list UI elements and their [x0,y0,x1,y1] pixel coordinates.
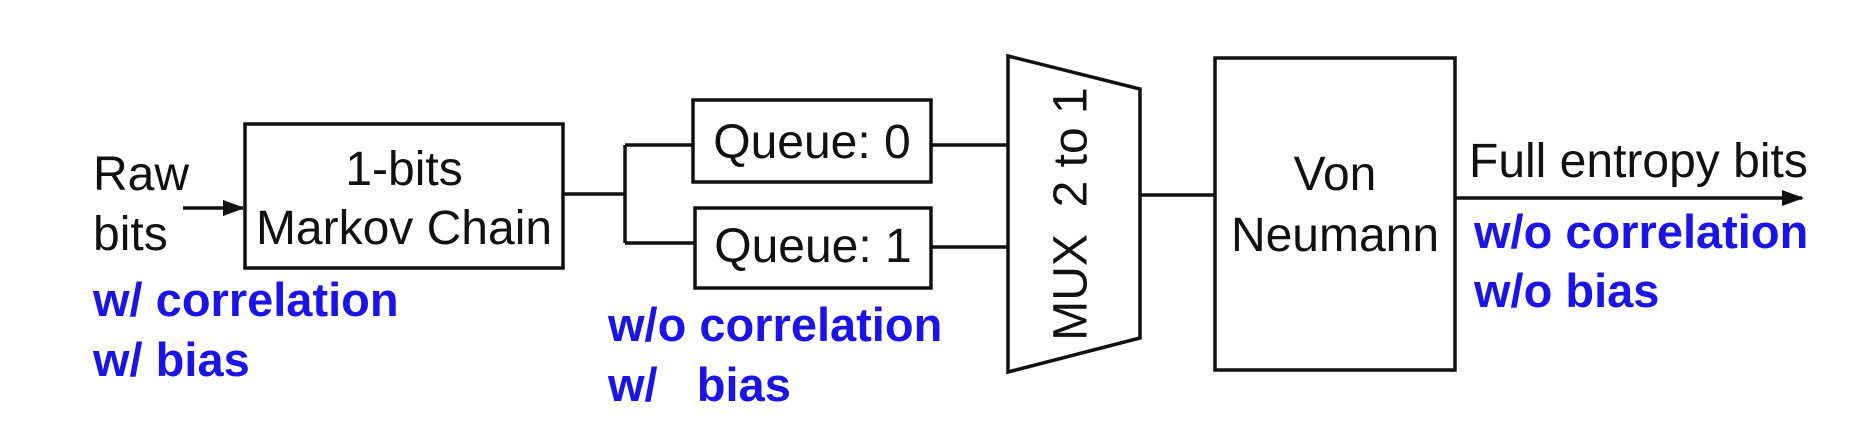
input-label-bits: bits [93,208,168,261]
markov-chain-block [243,122,565,270]
output-property-correlation: w/o correlation [1473,205,1808,258]
queue0-block [691,98,933,184]
queue1-label: Queue: 1 [714,220,911,273]
mux-label: MUX 2 to 1 [1045,87,1098,340]
von-neumann-label-2: Neumann [1231,209,1439,262]
markov-label-1: 1-bits [345,143,462,196]
input-label-raw: Raw [93,148,189,201]
queue-property-bias: w/ bias [607,358,791,411]
von-neumann-label-1: Von [1294,148,1377,201]
markov-label-2: Markov Chain [256,202,552,255]
mux-block [1006,53,1142,375]
input-property-correlation: w/ correlation [92,273,399,326]
queue-property-correlation: w/o correlation [607,298,942,351]
queue0-label: Queue: 0 [713,116,910,169]
output-label: Full entropy bits [1469,135,1808,188]
von-neumann-block [1213,56,1457,372]
input-property-bias: w/ bias [92,333,250,386]
output-property-bias: w/o bias [1473,264,1659,317]
